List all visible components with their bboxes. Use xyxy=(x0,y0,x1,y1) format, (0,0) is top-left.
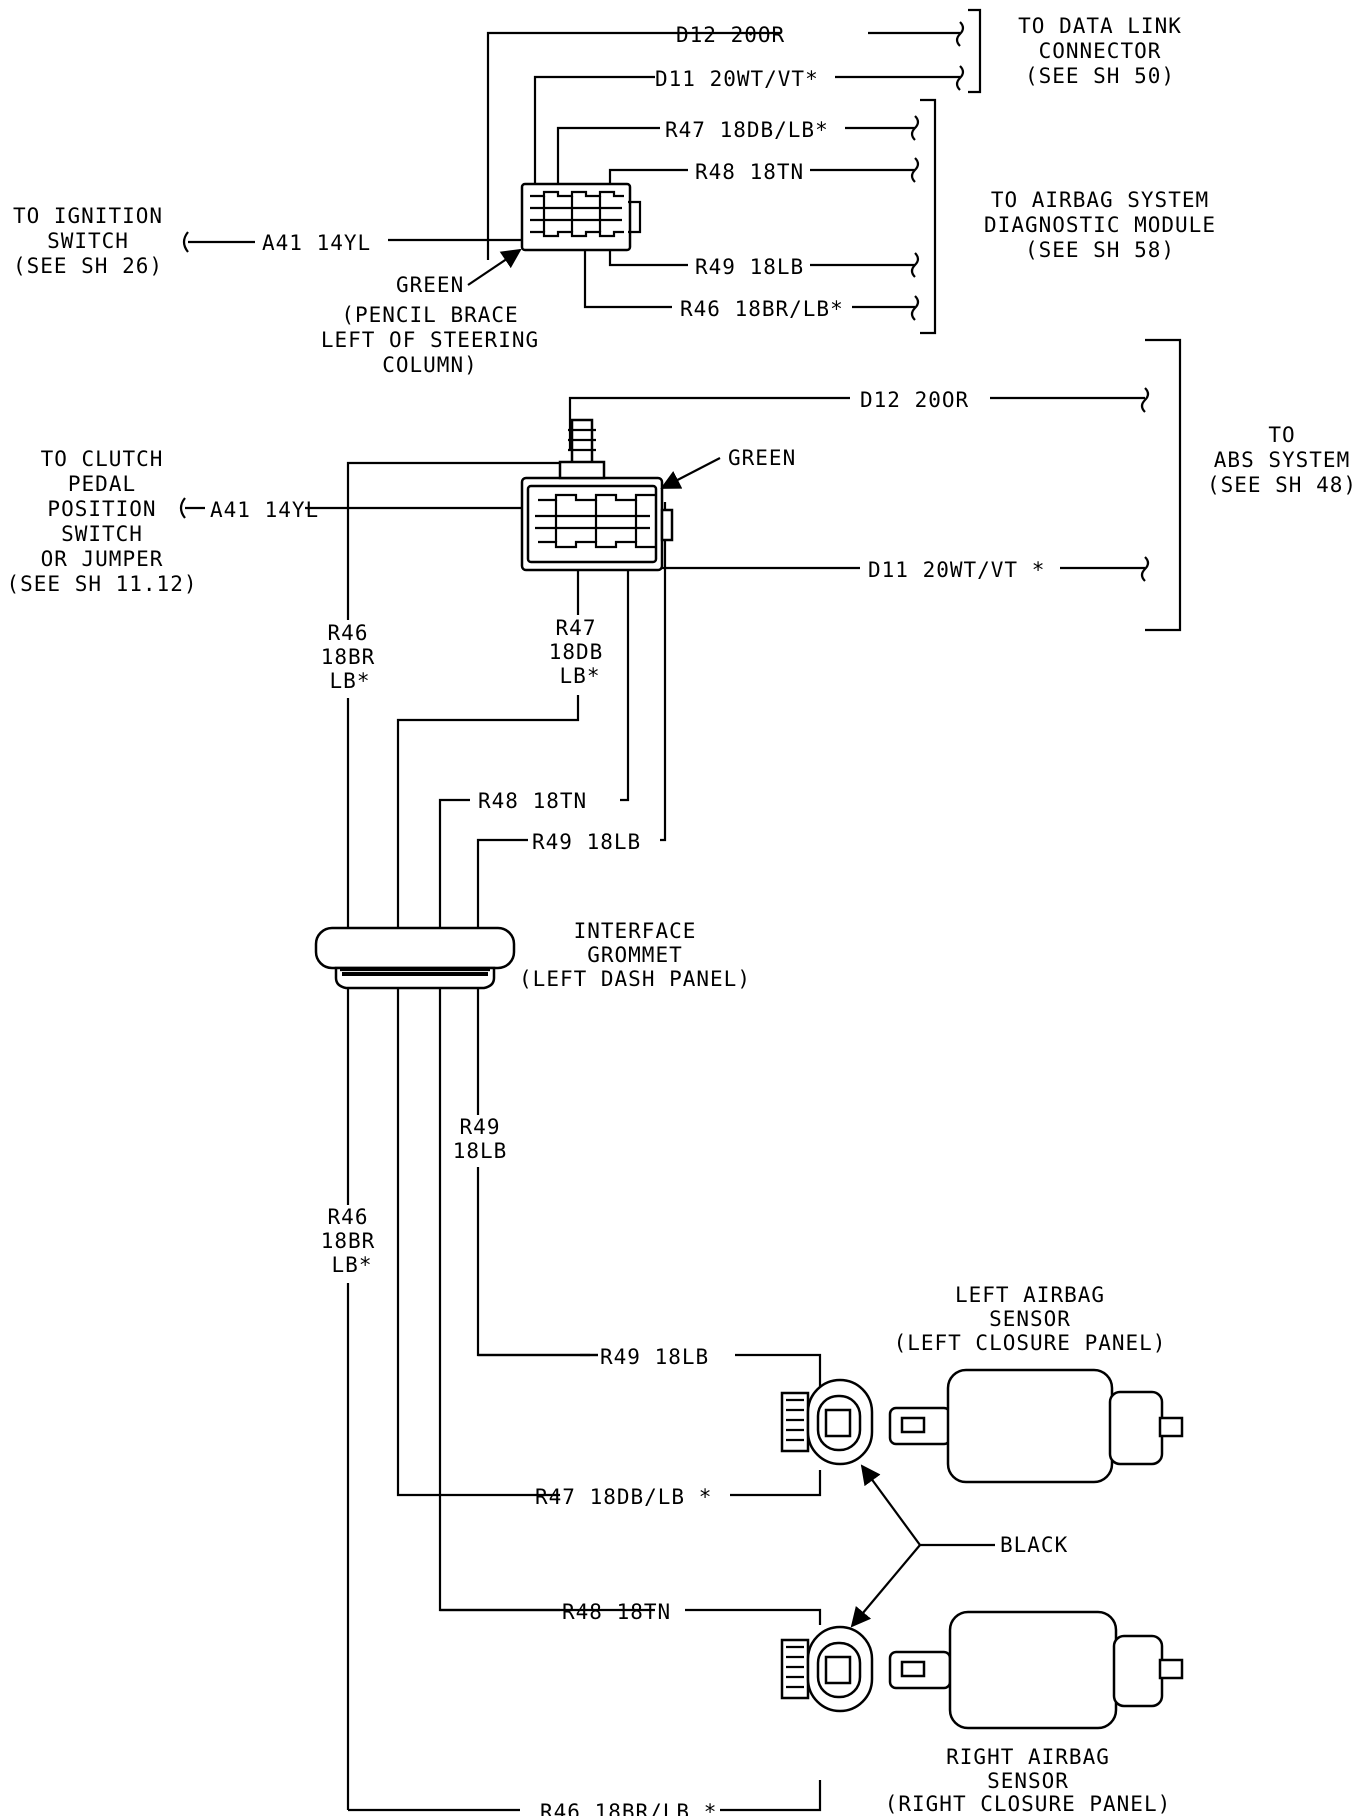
wire-label-r49-mid: R49 18LB xyxy=(532,830,641,854)
wire-label-r49-top: R49 18LB xyxy=(695,255,804,279)
svg-text:(PENCIL BRACE: (PENCIL BRACE xyxy=(341,303,518,327)
svg-text:TO IGNITION: TO IGNITION xyxy=(13,204,163,228)
svg-text:18LB: 18LB xyxy=(453,1139,508,1163)
svg-text:GROMMET: GROMMET xyxy=(587,943,683,967)
top-section: D12 20OR D11 20WT/VT* R47 18DB/LB* R48 1… xyxy=(13,8,1216,377)
break-marks-top xyxy=(910,21,965,321)
svg-text:DIAGNOSTIC MODULE: DIAGNOSTIC MODULE xyxy=(984,213,1216,237)
svg-text:LB*: LB* xyxy=(560,664,601,688)
svg-text:ABS SYSTEM: ABS SYSTEM xyxy=(1214,448,1350,472)
wire-label-r47-top: R47 18DB/LB* xyxy=(665,118,829,142)
svg-text:(SEE SH 48): (SEE SH 48) xyxy=(1207,473,1357,497)
svg-text:R46: R46 xyxy=(328,1205,369,1229)
wire-label-d11-top: D11 20WT/VT* xyxy=(655,67,819,91)
svg-text:(SEE SH 58): (SEE SH 58) xyxy=(1025,238,1175,262)
wire-label-r48-top: R48 18TN xyxy=(695,160,804,184)
airbag-module-connector xyxy=(520,182,642,252)
svg-text:LEFT OF STEERING: LEFT OF STEERING xyxy=(321,328,539,352)
svg-text:POSITION: POSITION xyxy=(47,497,156,521)
svg-text:18BR: 18BR xyxy=(321,1229,376,1253)
wire-label-d11-mid: D11 20WT/VT * xyxy=(868,558,1045,582)
svg-text:TO: TO xyxy=(1268,423,1295,447)
svg-text:INTERFACE: INTERFACE xyxy=(574,919,697,943)
to-ignition-label: TO IGNITION SWITCH (SEE SH 26) xyxy=(13,204,163,278)
to-abs-label: TO ABS SYSTEM (SEE SH 48) xyxy=(1207,423,1357,497)
abs-connector xyxy=(520,418,674,572)
wire-label-r49-lower: R49 18LB xyxy=(453,1115,508,1163)
svg-text:TO DATA LINK: TO DATA LINK xyxy=(1018,14,1182,38)
svg-text:LB*: LB* xyxy=(332,1253,373,1277)
svg-text:R49: R49 xyxy=(460,1115,501,1139)
wire-label-r46-top: R46 18BR/LB* xyxy=(680,297,844,321)
wire-label-a41-mid: A41 14YL xyxy=(210,498,319,522)
svg-text:(RIGHT CLOSURE PANEL): (RIGHT CLOSURE PANEL) xyxy=(885,1792,1172,1816)
svg-text:R46: R46 xyxy=(328,621,369,645)
svg-text:OR JUMPER: OR JUMPER xyxy=(41,547,164,571)
svg-text:(LEFT CLOSURE PANEL): (LEFT CLOSURE PANEL) xyxy=(894,1331,1167,1355)
wire-label-r46-sensor: R46 18BR/LB * xyxy=(540,1800,717,1816)
wire-label-r46-mid: R46 18BR LB* xyxy=(321,621,376,693)
svg-text:TO AIRBAG SYSTEM: TO AIRBAG SYSTEM xyxy=(991,188,1209,212)
to-data-link-label: TO DATA LINK CONNECTOR (SEE SH 50) xyxy=(1018,14,1182,88)
wire-label-r47-mid: R47 18DB LB* xyxy=(549,616,604,688)
connector-location-label: (PENCIL BRACE LEFT OF STEERING COLUMN) xyxy=(321,303,539,377)
left-sensor-label: LEFT AIRBAG SENSOR (LEFT CLOSURE PANEL) xyxy=(894,1283,1167,1355)
wire-label-a41-top: A41 14YL xyxy=(262,231,371,255)
wire-label-r49-sensor: R49 18LB xyxy=(600,1345,709,1369)
lower-section: R49 18LB R46 18BR LB* R49 18LB R47 18DB/… xyxy=(320,1115,1184,1816)
connector-color-lower: BLACK xyxy=(1000,1533,1068,1557)
middle-section: D12 20OR D11 20WT/VT * A41 14YL GREEN TO… xyxy=(6,338,1357,1810)
svg-text:R47: R47 xyxy=(556,616,597,640)
wire-label-r47-sensor: R47 18DB/LB * xyxy=(535,1485,712,1509)
interface-grommet: INTERFACE GROMMET (LEFT DASH PANEL) xyxy=(314,919,751,991)
svg-text:COLUMN): COLUMN) xyxy=(382,353,478,377)
svg-text:18BR: 18BR xyxy=(321,645,376,669)
svg-text:SWITCH: SWITCH xyxy=(47,229,129,253)
right-airbag-sensor xyxy=(888,1610,1184,1730)
svg-text:18DB: 18DB xyxy=(549,640,604,664)
svg-text:PEDAL: PEDAL xyxy=(68,472,136,496)
to-clutch-label: TO CLUTCH PEDAL POSITION SWITCH OR JUMPE… xyxy=(6,447,197,596)
grommet-label: INTERFACE GROMMET (LEFT DASH PANEL) xyxy=(519,919,751,991)
svg-text:(SEE SH 50): (SEE SH 50) xyxy=(1025,64,1175,88)
svg-text:CONNECTOR: CONNECTOR xyxy=(1039,39,1162,63)
wire-label-d12-top: D12 20OR xyxy=(676,23,785,47)
svg-text:LEFT AIRBAG: LEFT AIRBAG xyxy=(955,1283,1105,1307)
left-airbag-sensor xyxy=(888,1368,1184,1484)
svg-text:SENSOR: SENSOR xyxy=(989,1307,1071,1331)
wire-label-d12-mid: D12 20OR xyxy=(860,388,969,412)
svg-text:SWITCH: SWITCH xyxy=(61,522,143,546)
svg-text:LB*: LB* xyxy=(330,669,371,693)
connector-color-top: GREEN xyxy=(396,273,464,297)
to-airbag-module-label: TO AIRBAG SYSTEM DIAGNOSTIC MODULE (SEE … xyxy=(984,188,1216,262)
connector-color-mid: GREEN xyxy=(728,446,796,470)
wire-label-r48-mid: R48 18TN xyxy=(478,789,587,813)
svg-text:TO CLUTCH: TO CLUTCH xyxy=(41,447,164,471)
svg-text:(LEFT DASH PANEL): (LEFT DASH PANEL) xyxy=(519,967,751,991)
svg-text:RIGHT AIRBAG: RIGHT AIRBAG xyxy=(946,1745,1110,1769)
svg-text:SENSOR: SENSOR xyxy=(987,1769,1069,1793)
left-sensor-connector xyxy=(780,1378,874,1466)
right-sensor-connector xyxy=(780,1625,874,1713)
right-sensor-label: RIGHT AIRBAG SENSOR (RIGHT CLOSURE PANEL… xyxy=(885,1745,1172,1816)
svg-text:(SEE SH 11.12): (SEE SH 11.12) xyxy=(6,572,197,596)
wire-label-r46-lower: R46 18BR LB* xyxy=(321,1205,376,1277)
wire-label-r48-sensor: R48 18TN xyxy=(562,1600,671,1624)
svg-text:(SEE SH 26): (SEE SH 26) xyxy=(13,254,163,278)
